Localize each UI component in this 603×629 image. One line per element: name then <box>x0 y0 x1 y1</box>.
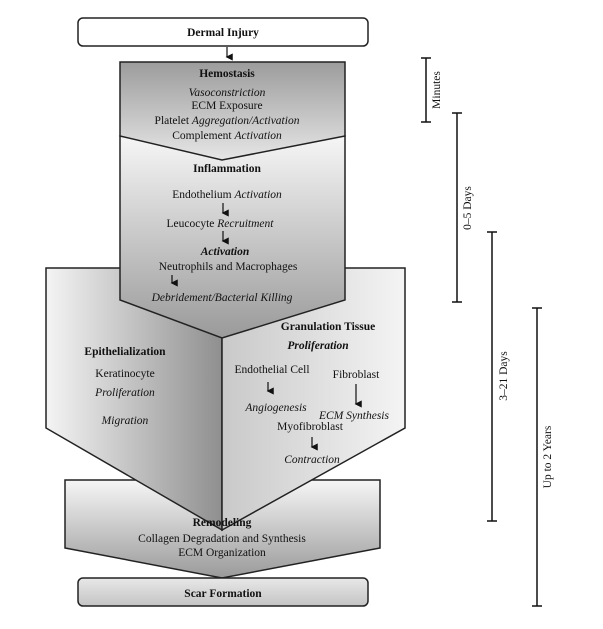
inflammation-debridement: Debridement/Bacterial Killing <box>151 292 293 304</box>
timeline-3-21-days-label: 3–21 Days <box>498 351 510 401</box>
inflammation-title: Inflammation <box>193 163 261 175</box>
inflammation-activation: Activation <box>200 246 250 258</box>
dermal-injury-label: Dermal Injury <box>187 27 259 39</box>
dermal-injury-box <box>77 17 369 47</box>
inflammation-leucocyte: Leucocyte Recruitment <box>167 218 275 230</box>
granulation-title: Granulation Tissue <box>281 321 375 333</box>
hemostasis-shape <box>119 61 346 161</box>
timeline-up-to-2-years-label: Up to 2 Years <box>542 425 554 488</box>
inflammation-cells: Neutrophils and Macrophages <box>159 261 298 273</box>
remodeling-ecm-organization: ECM Organization <box>178 547 266 559</box>
scar-formation-box <box>77 577 369 607</box>
granulation-ecm-synthesis: ECM Synthesis <box>318 410 389 422</box>
hemostasis-title: Hemostasis <box>199 68 255 80</box>
granulation-proliferation: Proliferation <box>287 340 348 352</box>
remodeling-title: Remodeling <box>193 517 252 529</box>
granulation-myofibroblast: Myofibroblast <box>277 421 344 433</box>
timeline-3-21-days <box>487 231 497 522</box>
epithelialization-migration: Migration <box>101 415 149 427</box>
scar-formation-label: Scar Formation <box>184 588 262 600</box>
granulation-endothelial-cell: Endothelial Cell <box>234 364 309 376</box>
hemostasis-complement: Complement Activation <box>172 130 282 142</box>
timeline-up-to-2-years <box>532 307 542 607</box>
granulation-fibroblast: Fibroblast <box>333 369 380 381</box>
granulation-contraction: Contraction <box>284 454 340 466</box>
inflammation-endothelium: Endothelium Activation <box>172 189 282 201</box>
granulation-angiogenesis: Angiogenesis <box>244 402 307 414</box>
hemostasis-ecm-exposure: ECM Exposure <box>191 100 262 112</box>
epithelialization-proliferation: Proliferation <box>94 387 155 399</box>
hemostasis-platelet: Platelet Aggregation/Activation <box>155 115 300 127</box>
epithelialization-keratinocyte: Keratinocyte <box>95 368 154 380</box>
epithelialization-title: Epithelialization <box>84 346 166 358</box>
timeline-0-5-days-label: 0–5 Days <box>462 186 474 230</box>
timeline-minutes <box>421 57 431 123</box>
timeline-0-5-days <box>452 112 462 303</box>
remodeling-collagen: Collagen Degradation and Synthesis <box>138 533 306 545</box>
hemostasis-vasoconstriction: Vasoconstriction <box>189 87 266 99</box>
timeline-minutes-label: Minutes <box>431 71 443 109</box>
